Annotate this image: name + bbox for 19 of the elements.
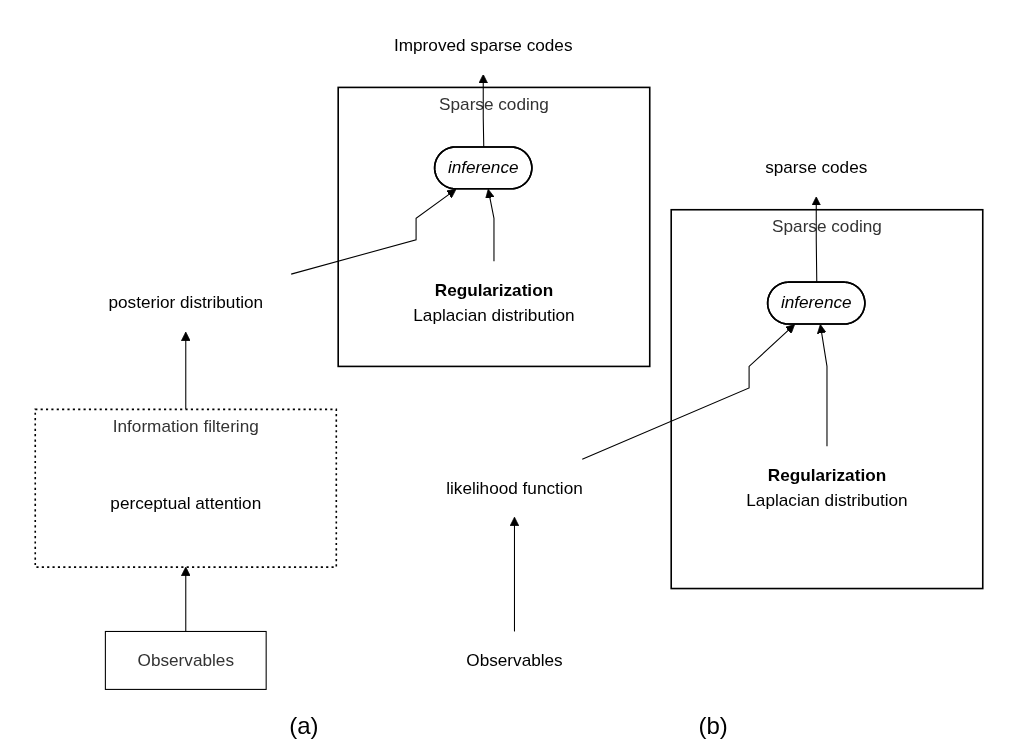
arrow — [484, 188, 495, 262]
node-text: posterior distribution — [107, 293, 263, 312]
panel-label: (a) — [289, 712, 319, 740]
node-text: perceptual attention — [109, 493, 261, 512]
node-text: Observables — [465, 650, 563, 670]
arrow — [180, 331, 190, 410]
arrow — [180, 566, 190, 632]
node-text: likelihood function — [445, 478, 583, 497]
node-text: Improved sparse codes — [393, 35, 572, 55]
node-text: Regularization Laplacian distribution — [745, 465, 908, 510]
node-box: Observables — [104, 630, 267, 690]
arrow — [581, 324, 795, 460]
arrow — [290, 188, 456, 275]
arrow — [816, 324, 827, 447]
arrow — [811, 196, 821, 284]
node-text: Regularization Laplacian distribution — [412, 280, 575, 325]
panel-label: (b) — [698, 712, 728, 740]
node-text: sparse codes — [764, 158, 867, 177]
arrow — [509, 516, 519, 632]
